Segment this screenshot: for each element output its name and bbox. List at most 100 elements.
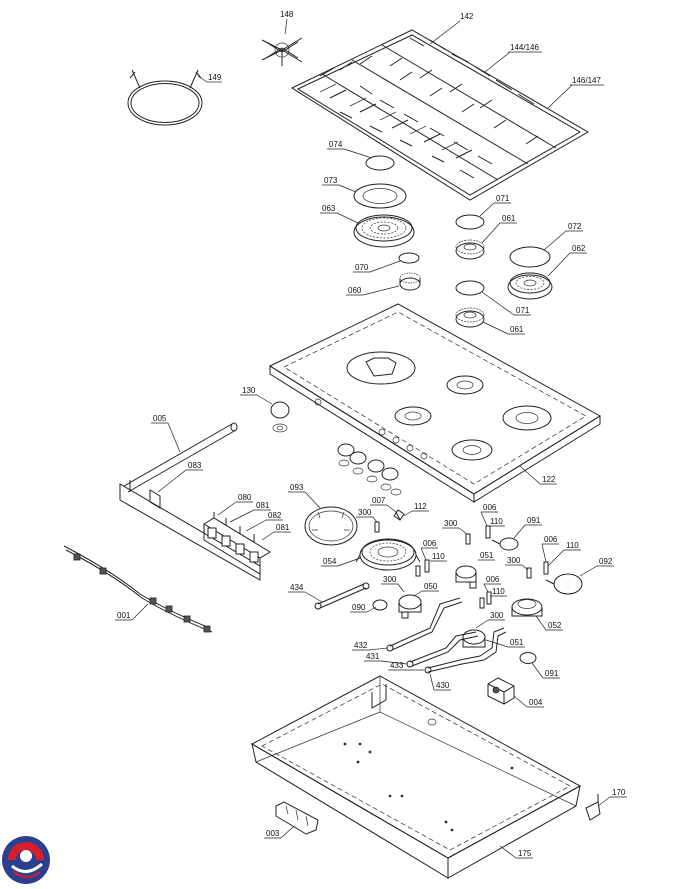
part-060-burner-small xyxy=(399,272,421,291)
label-062: 062 xyxy=(572,244,586,253)
label-083: 083 xyxy=(188,461,202,470)
part-130-knob xyxy=(270,401,290,433)
part-072-cap-large xyxy=(509,246,551,268)
part-electrode-group-a xyxy=(465,525,491,545)
label-063: 063 xyxy=(322,204,336,213)
label-051-a: 051 xyxy=(480,551,494,560)
label-148: 148 xyxy=(280,10,294,19)
part-300-electrode-a xyxy=(374,521,380,533)
part-061-burner-a xyxy=(455,239,485,260)
part-005-gas-rail xyxy=(119,422,261,581)
part-electrode-group-c xyxy=(526,561,549,579)
label-050: 050 xyxy=(424,582,438,591)
label-061-a: 061 xyxy=(502,214,516,223)
label-091-b: 091 xyxy=(545,669,559,678)
part-170-bracket xyxy=(585,794,601,821)
label-300-d: 300 xyxy=(383,575,397,584)
label-110-c: 110 xyxy=(566,541,579,550)
label-081-b: 081 xyxy=(276,523,290,532)
part-061-burner-b xyxy=(455,307,485,328)
part-063-burner-large xyxy=(353,214,415,248)
part-062-burner-medium xyxy=(507,272,553,300)
label-051-b: 051 xyxy=(510,638,524,647)
part-071-cap-b xyxy=(455,280,485,296)
part-080-082-valves xyxy=(203,512,271,575)
part-091-thermocouple-a xyxy=(491,537,519,551)
label-071-b: 071 xyxy=(516,306,530,315)
part-knob-set xyxy=(337,443,402,496)
label-091-a: 091 xyxy=(527,516,541,525)
label-110-b: 110 xyxy=(432,552,445,561)
label-146-147: 146/147 xyxy=(572,76,601,85)
label-073: 073 xyxy=(324,176,338,185)
part-051-injector-b xyxy=(462,629,486,648)
label-170: 170 xyxy=(612,788,626,797)
label-433: 433 xyxy=(390,661,404,670)
part-073-flame-spreader xyxy=(353,183,407,209)
part-070-cap-small xyxy=(398,252,420,264)
part-071-cap-a xyxy=(455,214,485,230)
part-092-thermocouple-b xyxy=(545,573,583,595)
part-142-pan-support-grid xyxy=(290,29,589,201)
label-081-a: 081 xyxy=(256,501,270,510)
label-110-a: 110 xyxy=(490,517,503,526)
label-004: 004 xyxy=(529,698,543,707)
label-093: 093 xyxy=(290,483,304,492)
label-110-d: 110 xyxy=(492,587,505,596)
part-051-injector-a xyxy=(455,565,477,589)
label-300-c: 300 xyxy=(507,556,521,565)
part-091-thermocouple-d xyxy=(519,652,537,664)
label-082: 082 xyxy=(268,511,282,520)
label-080: 080 xyxy=(238,493,252,502)
label-175: 175 xyxy=(518,849,532,858)
part-gas-pipes xyxy=(386,597,507,674)
circular-logo-icon xyxy=(2,836,50,884)
label-001: 001 xyxy=(117,611,131,620)
part-054-burner-base xyxy=(355,538,421,571)
label-432: 432 xyxy=(354,641,368,650)
part-434-gas-pipe xyxy=(314,582,370,610)
part-149-wok-ring xyxy=(127,69,203,126)
label-052: 052 xyxy=(548,621,562,630)
label-006-a: 006 xyxy=(483,503,497,512)
part-052-burner-base xyxy=(511,598,543,617)
label-005: 005 xyxy=(153,414,167,423)
label-142: 142 xyxy=(460,12,474,21)
label-130: 130 xyxy=(242,386,256,395)
part-electrode-group-d xyxy=(479,591,492,609)
label-006-b: 006 xyxy=(423,539,437,548)
label-431: 431 xyxy=(366,652,380,661)
label-070: 070 xyxy=(355,263,369,272)
label-006-d: 006 xyxy=(486,575,500,584)
label-072: 072 xyxy=(568,222,582,231)
label-144-146: 144/146 xyxy=(510,43,539,52)
label-071-a: 071 xyxy=(496,194,510,203)
label-300-b: 300 xyxy=(444,519,458,528)
part-003-profile xyxy=(275,801,319,835)
label-061-b: 061 xyxy=(510,325,524,334)
label-149: 149 xyxy=(208,73,222,82)
part-004-ignition-module xyxy=(487,677,515,705)
label-112: 112 xyxy=(414,502,427,511)
part-122-hob-plate xyxy=(268,303,601,503)
label-092: 092 xyxy=(599,557,613,566)
part-148-trivet xyxy=(261,37,303,66)
label-430: 430 xyxy=(436,681,450,690)
part-175-base-tray xyxy=(250,675,582,879)
label-090: 090 xyxy=(352,603,366,612)
label-003: 003 xyxy=(266,829,280,838)
label-054: 054 xyxy=(323,557,337,566)
label-060: 060 xyxy=(348,286,362,295)
part-001-ignition-harness xyxy=(63,545,213,633)
part-074-cap xyxy=(365,155,395,171)
label-074: 074 xyxy=(329,140,343,149)
part-electrode-group-b xyxy=(415,559,430,577)
part-090-thermocouple-c xyxy=(372,599,388,611)
label-122: 122 xyxy=(542,475,556,484)
label-300-a: 300 xyxy=(358,508,372,517)
part-050-injector xyxy=(398,594,422,619)
label-300-e: 300 xyxy=(490,611,504,620)
part-007-thermocouple-clip xyxy=(393,509,405,521)
part-093-ring xyxy=(304,506,358,546)
